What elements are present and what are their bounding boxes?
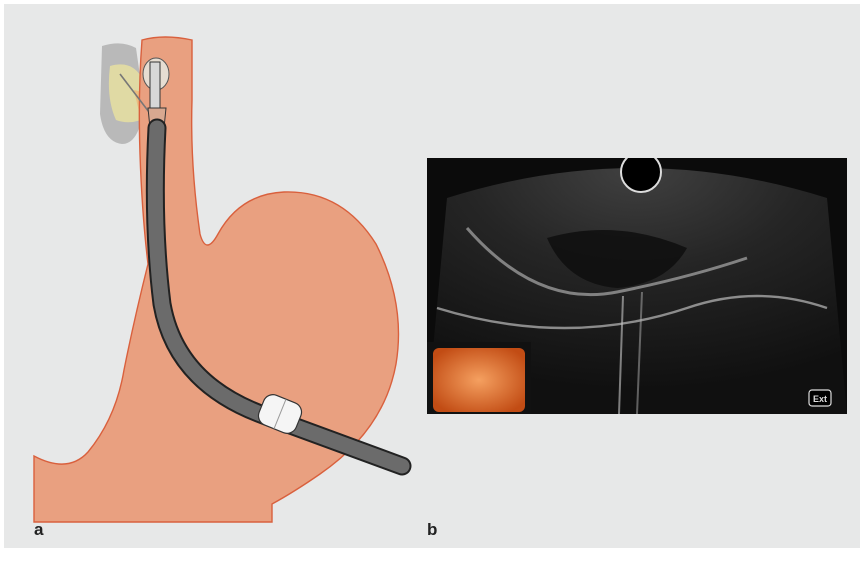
panel-b-ultrasound: Ext	[427, 158, 847, 414]
ultrasound-image: Ext	[427, 158, 847, 414]
probe-tip	[150, 62, 160, 112]
figure: a	[4, 4, 860, 548]
transducer	[621, 158, 661, 192]
panel-a-illustration	[4, 4, 424, 548]
panel-a-label: a	[34, 520, 43, 540]
endoscopic-inset	[433, 348, 525, 412]
endoscope-diagram	[4, 4, 424, 548]
panel-b-label: b	[427, 520, 437, 540]
ext-badge: Ext	[813, 394, 827, 404]
